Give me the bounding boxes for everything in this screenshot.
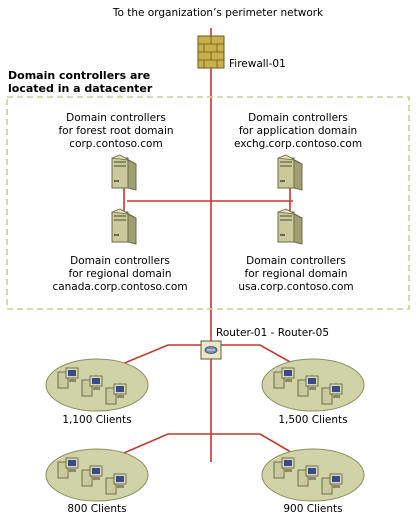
dc-canada-line2: for regional domain (69, 268, 172, 280)
server-icon-forest-root (111, 154, 137, 191)
dc-application-line1: Domain controllers (248, 112, 348, 124)
dc-forest-root-line1: Domain controllers (66, 112, 166, 124)
dc-usa-line3: usa.corp.contoso.com (238, 281, 353, 293)
dc-forest-root-line2: for forest root domain (58, 125, 173, 137)
client-group-800 (45, 448, 149, 502)
dc-application-line2: for application domain (239, 125, 357, 137)
firewall-label: Firewall-01 (229, 58, 286, 70)
clients-800-label: 800 Clients (67, 503, 126, 515)
dc-application-line3: exchg.corp.contoso.com (234, 138, 362, 150)
dc-usa-line2: for regional domain (245, 268, 348, 280)
firewall-brick-wall-icon (197, 35, 225, 69)
router-label: Router-01 - Router-05 (216, 327, 329, 339)
clients-1100-label: 1,100 Clients (62, 414, 131, 426)
client-group-1500 (261, 358, 365, 412)
datacenter-title-line2: located in a datacenter (8, 82, 153, 95)
datacenter-boundary (6, 96, 410, 310)
clients-900-label: 900 Clients (283, 503, 342, 515)
datacenter-title-line1: Domain controllers are (8, 69, 150, 82)
dc-usa-line1: Domain controllers (246, 255, 346, 267)
server-icon-application (277, 154, 303, 191)
dc-canada-line3: canada.corp.contoso.com (52, 281, 187, 293)
dc-canada-line1: Domain controllers (70, 255, 170, 267)
server-icon-regional-canada (111, 208, 137, 245)
client-group-1100 (45, 358, 149, 412)
clients-1500-label: 1,500 Clients (278, 414, 347, 426)
router-icon (200, 340, 222, 360)
client-group-900 (261, 448, 365, 502)
perimeter-network-label: To the organization’s perimeter network (112, 7, 324, 19)
dc-forest-root-line3: corp.contoso.com (69, 138, 162, 150)
server-icon-regional-usa (277, 208, 303, 245)
